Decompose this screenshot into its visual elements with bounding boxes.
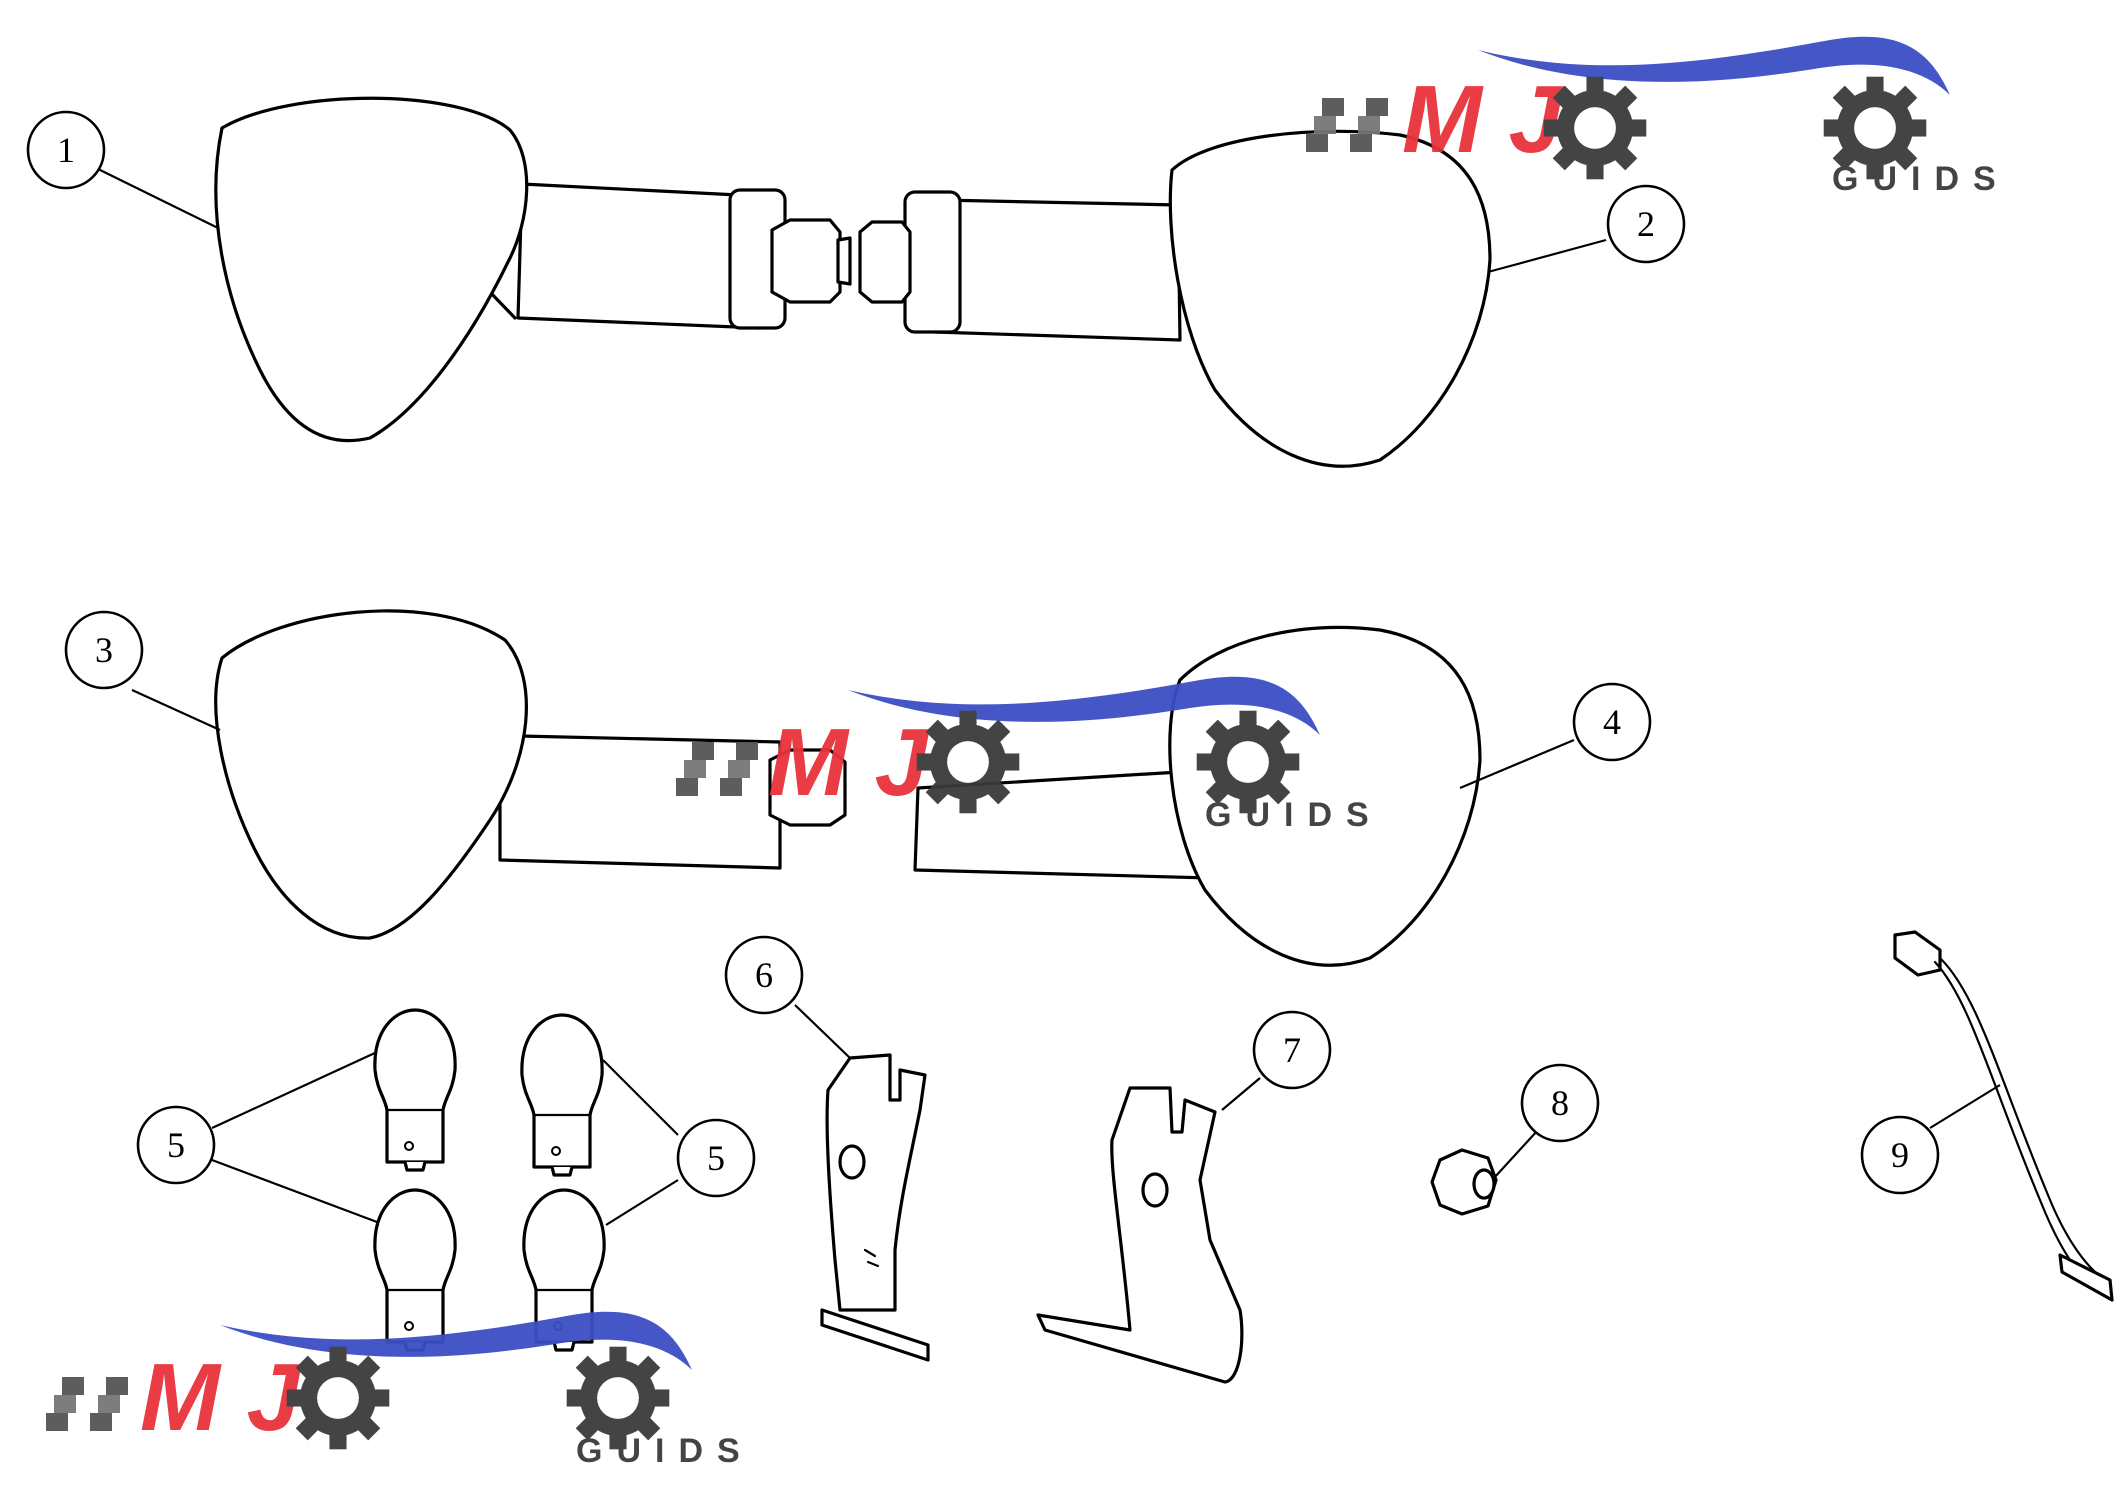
callout-9: 9 xyxy=(1860,1115,1940,1195)
callout-3-label: 3 xyxy=(95,630,113,670)
swoosh-icon xyxy=(1478,36,1950,95)
watermark-bottom-letters: M J xyxy=(140,1344,303,1451)
watermark-bottom-sub: GUIDS xyxy=(576,1432,754,1470)
callout-5b-label: 5 xyxy=(707,1138,725,1178)
indicator-2 xyxy=(858,129,1492,468)
callout-4-label: 4 xyxy=(1603,702,1621,742)
gear-icon xyxy=(286,1346,390,1450)
callout-5b: 5 xyxy=(676,1118,756,1198)
callout-6-label: 6 xyxy=(755,955,773,995)
bulb-top-right xyxy=(520,1013,604,1177)
indicator-3 xyxy=(214,609,847,940)
callout-1-label: 1 xyxy=(57,130,75,170)
callout-3: 3 xyxy=(64,610,144,690)
wire-harness-9 xyxy=(1893,930,2114,1302)
watermark-middle-letters: M J xyxy=(768,709,931,816)
bulb-top-left xyxy=(373,1008,457,1172)
bulb-bottom-left xyxy=(373,1188,457,1352)
watermark-middle: M J GUIDS xyxy=(676,676,1383,834)
watermark-middle-sub: GUIDS xyxy=(1205,796,1383,834)
callout-2: 2 xyxy=(1606,184,1686,264)
watermark-top-letters: M J xyxy=(1402,66,1565,173)
callout-2-label: 2 xyxy=(1637,204,1655,244)
leader-lines xyxy=(95,167,2001,1226)
callout-9-label: 9 xyxy=(1891,1135,1909,1175)
callout-5a: 5 xyxy=(136,1105,216,1185)
callout-5a-label: 5 xyxy=(167,1125,185,1165)
callout-4: 4 xyxy=(1572,682,1652,762)
callout-7: 7 xyxy=(1252,1010,1332,1090)
swoosh-icon xyxy=(220,1311,692,1370)
callout-8-label: 8 xyxy=(1551,1083,1569,1123)
callout-1: 1 xyxy=(26,110,106,190)
watermark-bottom: M J GUIDS xyxy=(46,1311,754,1470)
callout-8: 8 xyxy=(1520,1063,1600,1143)
watermark-top-sub: GUIDS xyxy=(1832,160,2010,198)
callout-6: 6 xyxy=(724,935,804,1015)
bracket-7 xyxy=(1036,1086,1244,1384)
checkered-flag-icon xyxy=(46,1377,128,1431)
callout-7-label: 7 xyxy=(1283,1030,1301,1070)
gear-icon xyxy=(916,710,1020,814)
watermark-top: M J GUIDS xyxy=(1306,36,2010,198)
swoosh-icon xyxy=(848,676,1320,735)
nut-8 xyxy=(1430,1148,1498,1216)
indicator-1 xyxy=(214,96,852,443)
bracket-6 xyxy=(820,1053,930,1362)
gear-icon xyxy=(1543,76,1647,180)
